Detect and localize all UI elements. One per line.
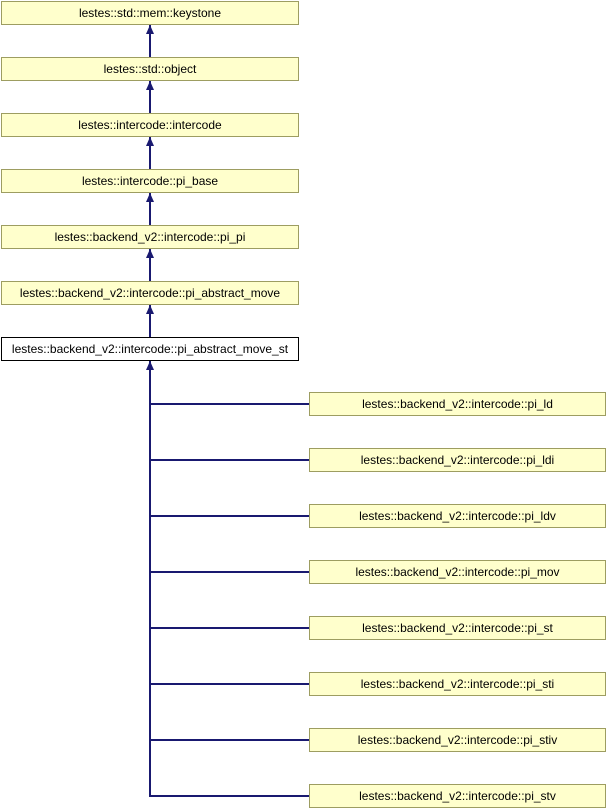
- class-node-object[interactable]: lestes::std::object: [1, 57, 299, 81]
- class-node-pi_stv[interactable]: lestes::backend_v2::intercode::pi_stv: [309, 784, 606, 808]
- inheritance-edge: [149, 305, 151, 337]
- derived-branch-edge: [149, 571, 309, 573]
- class-node-pi_base[interactable]: lestes::intercode::pi_base: [1, 169, 299, 193]
- class-node-pi_ld[interactable]: lestes::backend_v2::intercode::pi_ld: [309, 392, 606, 416]
- class-node-pi_mov[interactable]: lestes::backend_v2::intercode::pi_mov: [309, 560, 606, 584]
- inheritance-edge: [149, 193, 151, 225]
- arrow-up-icon: [146, 25, 154, 34]
- inheritance-edge: [149, 25, 151, 57]
- derived-branch-edge: [149, 739, 309, 741]
- derived-branch-edge: [149, 627, 309, 629]
- class-node-keystone[interactable]: lestes::std::mem::keystone: [1, 1, 299, 25]
- derived-branch-edge: [149, 515, 309, 517]
- arrow-up-icon: [146, 249, 154, 258]
- class-node-pi_abstract_move_st: lestes::backend_v2::intercode::pi_abstra…: [1, 337, 299, 361]
- class-node-intercode[interactable]: lestes::intercode::intercode: [1, 113, 299, 137]
- class-node-pi_ldv[interactable]: lestes::backend_v2::intercode::pi_ldv: [309, 504, 606, 528]
- derived-branch-edge: [149, 403, 309, 405]
- arrow-up-icon: [146, 81, 154, 90]
- derived-branch-edge: [149, 795, 309, 797]
- derived-branch-edge: [149, 459, 309, 461]
- class-node-pi_pi[interactable]: lestes::backend_v2::intercode::pi_pi: [1, 225, 299, 249]
- arrow-up-icon: [146, 137, 154, 146]
- class-node-pi_abstract_move[interactable]: lestes::backend_v2::intercode::pi_abstra…: [1, 281, 299, 305]
- class-node-pi_sti[interactable]: lestes::backend_v2::intercode::pi_sti: [309, 672, 606, 696]
- arrow-up-icon: [146, 193, 154, 202]
- class-node-pi_ldi[interactable]: lestes::backend_v2::intercode::pi_ldi: [309, 448, 606, 472]
- derived-trunk-edge: [149, 361, 151, 797]
- inheritance-edge: [149, 137, 151, 169]
- inheritance-edge: [149, 81, 151, 113]
- arrow-up-icon: [146, 361, 154, 370]
- inheritance-edge: [149, 249, 151, 281]
- arrow-up-icon: [146, 305, 154, 314]
- derived-branch-edge: [149, 683, 309, 685]
- class-node-pi_stiv[interactable]: lestes::backend_v2::intercode::pi_stiv: [309, 728, 606, 752]
- class-node-pi_st[interactable]: lestes::backend_v2::intercode::pi_st: [309, 616, 606, 640]
